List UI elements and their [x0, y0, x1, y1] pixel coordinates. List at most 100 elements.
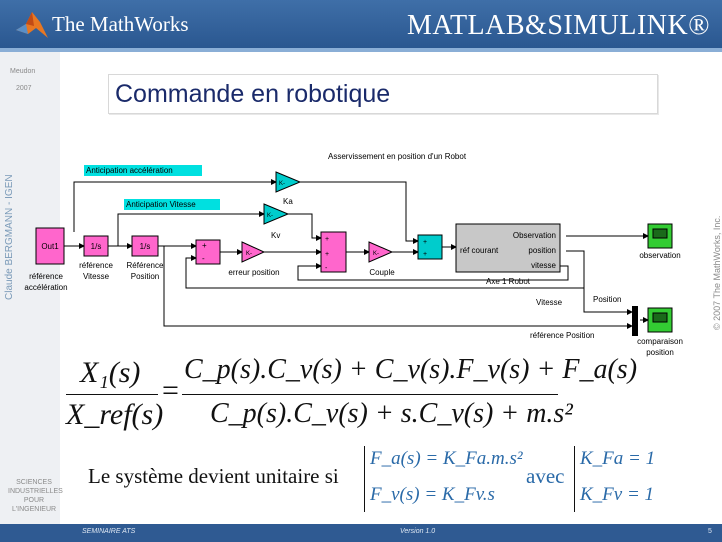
mux-block[interactable] — [632, 306, 638, 336]
fa-equation: F_a(s) = K_Fa.m.s² — [370, 448, 523, 469]
sum-block[interactable] — [195, 239, 221, 265]
footer-seminar: SEMINAIRE ATS — [82, 528, 136, 535]
position-label: Position — [593, 295, 621, 304]
ref-pos-label: Position — [131, 272, 159, 281]
out1-block[interactable] — [35, 227, 65, 265]
robot-port-label: réf courant — [460, 246, 499, 255]
sum-sign: - — [325, 265, 328, 272]
fraction-bar — [182, 394, 558, 395]
ref-acc-label: accélération — [24, 283, 67, 292]
integrator-block[interactable] — [83, 235, 109, 257]
sum-feedforward-block[interactable] — [417, 234, 443, 260]
robot-axis-label: Axe 1 Robot — [486, 277, 531, 286]
header-band — [0, 48, 722, 52]
speed-gain-block[interactable] — [368, 241, 394, 263]
equation-lhs-denominator: X_ref(s) — [66, 398, 164, 431]
avec-text: avec — [526, 464, 565, 488]
annotation-bg — [534, 297, 574, 308]
mathworks-logo-icon — [16, 12, 48, 38]
integrator-label: 1/s — [140, 242, 151, 251]
wire — [185, 250, 585, 289]
ref-acc-label: référence — [29, 272, 63, 281]
wire — [297, 263, 569, 281]
equation-rhs-numerator: C_p(s).C_v(s) + C_v(s).F_v(s) + F_a(s) — [184, 354, 638, 385]
diagram-title: Asservissement en position d'un Robot — [328, 152, 467, 161]
kfv-equation: K_Fv = 1 — [580, 484, 655, 505]
footer-version: Version 1.0 — [400, 528, 436, 535]
robot-port-label: position — [528, 246, 556, 255]
wire — [117, 211, 265, 246]
observation-label: observation — [639, 251, 680, 260]
left-strip — [0, 52, 60, 524]
ka-label: Ka — [283, 197, 293, 206]
unity-condition-text: Le système devient unitaire si — [88, 464, 339, 488]
equals-sign: = — [162, 374, 179, 407]
school-label: SCIENCES INDUSTRIELLES POUR L'INGENIEUR — [8, 478, 63, 514]
brand-name: The MathWorks — [52, 12, 189, 36]
equation-rhs-denominator: C_p(s).C_v(s) + s.C_v(s) + m.s² — [210, 398, 573, 429]
gain-label: K- — [246, 251, 252, 257]
kfa-equation: K_Fa = 1 — [580, 448, 656, 469]
sum-sign: + — [423, 251, 427, 258]
wire — [163, 246, 633, 329]
wire — [300, 181, 419, 244]
scope-screen — [652, 228, 668, 239]
scope-screen — [652, 312, 668, 323]
school-line: L'INGENIEUR — [11, 506, 57, 513]
ref-pos-label: Référence — [127, 261, 164, 270]
year-label: 2007 — [16, 85, 32, 92]
anticip-vit-annotation: Anticipation Vitesse — [126, 200, 196, 209]
couple-label: Couple — [369, 268, 395, 277]
position-gain-block[interactable] — [241, 241, 266, 263]
fraction-bar — [66, 394, 158, 395]
robot-axis-subsystem[interactable] — [455, 223, 561, 273]
annotation-bg — [124, 199, 220, 210]
fv-equation: F_v(s) = K_Fv.s — [370, 484, 495, 505]
ref-position-label: référence Position — [530, 331, 594, 340]
gain-label: K- — [373, 251, 379, 257]
ref-vit-label: Vitesse — [83, 272, 110, 281]
robot-port-label: Observation — [513, 231, 556, 240]
footer-bar: SEMINAIRE ATS Version 1.0 5 — [0, 524, 722, 542]
integrator-label: 1/s — [91, 242, 102, 251]
annotation-bg — [84, 165, 202, 176]
wire — [73, 179, 277, 232]
kv-label: Kv — [271, 231, 280, 240]
integrator-block[interactable] — [131, 235, 159, 257]
robot-port-label: vitesse — [531, 261, 556, 270]
gain-label: K- — [267, 213, 273, 219]
sum-sign: - — [202, 254, 205, 263]
school-line: SCIENCES — [16, 479, 52, 486]
sum-sign: + — [325, 236, 329, 243]
title-box: Commande en robotique — [108, 74, 658, 114]
header-bar: The MathWorks MATLAB&SIMULINK® — [0, 0, 722, 48]
school-line: INDUSTRIELLES — [8, 488, 63, 495]
wire — [583, 288, 633, 315]
sum-sign: + — [202, 241, 207, 250]
sum-sign: + — [325, 251, 329, 258]
kv-gain-block[interactable] — [263, 203, 290, 225]
comparison-label-1: comparaison — [637, 337, 683, 346]
vitesse-label: Vitesse — [536, 298, 563, 307]
anticip-acc-annotation: Anticipation accélération — [86, 166, 173, 175]
annotation-bg — [528, 330, 620, 341]
ka-gain-block[interactable] — [275, 171, 302, 193]
brace-bar — [364, 446, 365, 512]
comparison-label-2: position — [646, 348, 674, 357]
footer-page-number: 5 — [708, 528, 712, 535]
wire — [288, 213, 322, 241]
sum3-block[interactable] — [320, 231, 347, 273]
ref-vit-label: référence — [79, 261, 113, 270]
out1-label: Out1 — [41, 242, 59, 251]
product-name: MATLAB&SIMULINK® — [406, 10, 710, 41]
annotation-bg — [326, 151, 516, 162]
brace-bar — [574, 446, 575, 512]
equation-lhs-numerator: X₁(s) — [80, 356, 141, 389]
place-label: Meudon — [10, 68, 36, 75]
slide-title: Commande en robotique — [115, 80, 391, 108]
error-label: erreur position — [228, 268, 279, 277]
sum-sign: + — [423, 239, 427, 246]
gain-label: K- — [279, 181, 285, 187]
school-line: POUR — [23, 497, 45, 504]
